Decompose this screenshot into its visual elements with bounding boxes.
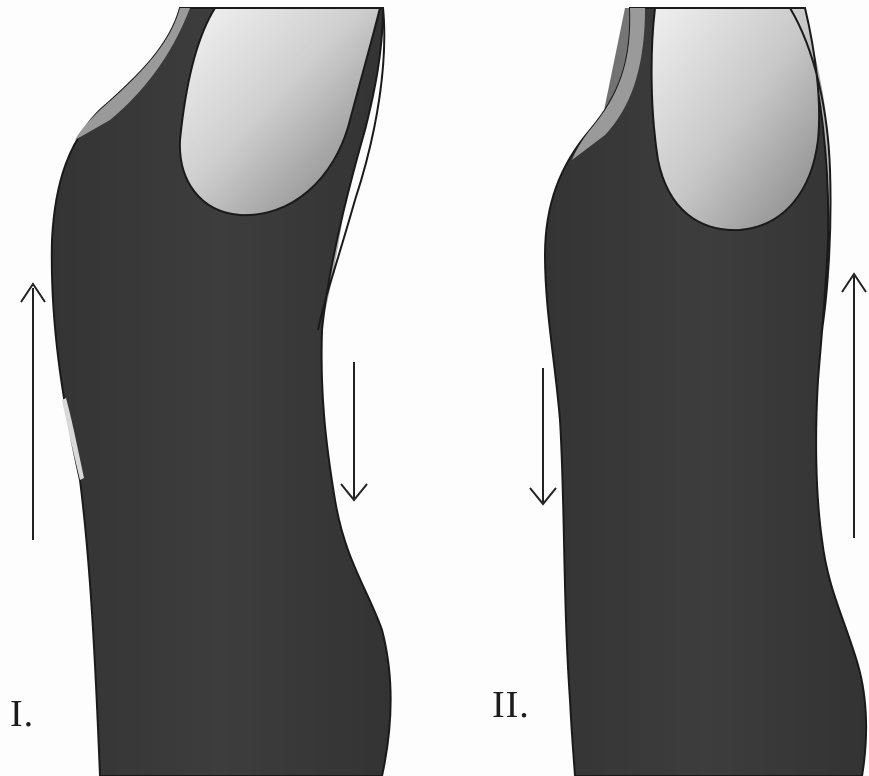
panel-2 <box>530 8 866 776</box>
panel-2-label: II. <box>492 686 530 724</box>
panel-1-back-arrow-down <box>341 362 367 500</box>
panel-2-front-arrow-down <box>530 368 556 504</box>
panel-1-front-arrow-up <box>21 284 45 540</box>
panel-2-arm <box>652 8 820 230</box>
panel-1-label: I. <box>10 695 34 733</box>
panel-1 <box>21 8 391 776</box>
panel-2-back-arrow-up <box>842 274 866 538</box>
